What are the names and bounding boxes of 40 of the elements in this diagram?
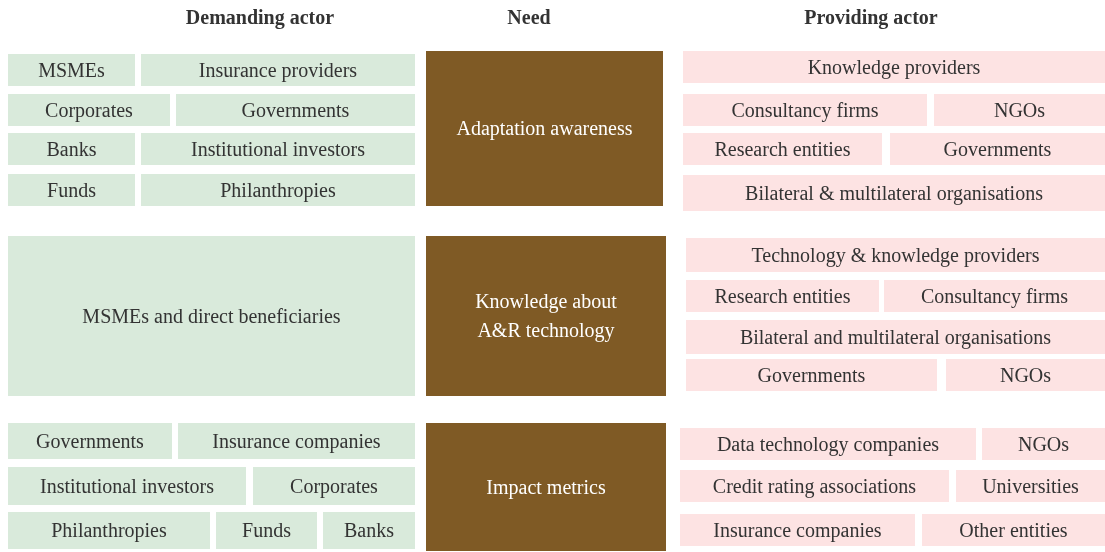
provider-actor-box: Governments — [890, 133, 1105, 165]
provider-actor-box: NGOs — [982, 428, 1105, 460]
demand-actor-box: Insurance providers — [141, 54, 415, 86]
demand-actor-box: Insurance companies — [178, 423, 415, 459]
demand-actor-box: MSMEs and direct beneficiaries — [8, 236, 415, 396]
demand-actor-box: Institutional investors — [8, 467, 246, 505]
need-box: Adaptation awareness — [426, 51, 663, 206]
demand-actor-box: Funds — [8, 174, 135, 206]
demand-actor-box: Corporates — [8, 94, 170, 126]
provider-actor-box: Consultancy firms — [683, 94, 927, 126]
provider-actor-box: Research entities — [686, 280, 879, 312]
need-box: Knowledge about A&R technology — [426, 236, 666, 396]
provider-actor-box: Consultancy firms — [884, 280, 1105, 312]
column-header: Providing actor — [804, 6, 938, 29]
demand-actor-box: Philanthropies — [141, 174, 415, 206]
provider-actor-box: Technology & knowledge providers — [686, 238, 1105, 272]
provider-actor-box: Bilateral & multilateral organisations — [683, 175, 1105, 211]
provider-actor-box: NGOs — [934, 94, 1105, 126]
provider-actor-box: Data technology companies — [680, 428, 976, 460]
provider-actor-box: Knowledge providers — [683, 51, 1105, 83]
demand-actor-box: Governments — [8, 423, 172, 459]
provider-actor-box: Insurance companies — [680, 514, 915, 546]
demand-actor-box: Governments — [176, 94, 415, 126]
demand-actor-box: Banks — [323, 512, 415, 549]
column-header: Need — [507, 6, 551, 29]
column-header: Demanding actor — [185, 6, 335, 29]
need-box: Impact metrics — [426, 423, 666, 551]
provider-actor-box: Governments — [686, 359, 937, 391]
provider-actor-box: Universities — [956, 470, 1105, 502]
demand-actor-box: MSMEs — [8, 54, 135, 86]
demand-actor-box: Philanthropies — [8, 512, 210, 549]
provider-actor-box: Research entities — [683, 133, 882, 165]
provider-actor-box: Bilateral and multilateral organisations — [686, 320, 1105, 354]
demand-actor-box: Funds — [216, 512, 317, 549]
provider-actor-box: Other entities — [922, 514, 1105, 546]
provider-actor-box: Credit rating associations — [680, 470, 949, 502]
provider-actor-box: NGOs — [946, 359, 1105, 391]
demand-actor-box: Institutional investors — [141, 133, 415, 165]
demand-actor-box: Corporates — [253, 467, 415, 505]
demand-actor-box: Banks — [8, 133, 135, 165]
